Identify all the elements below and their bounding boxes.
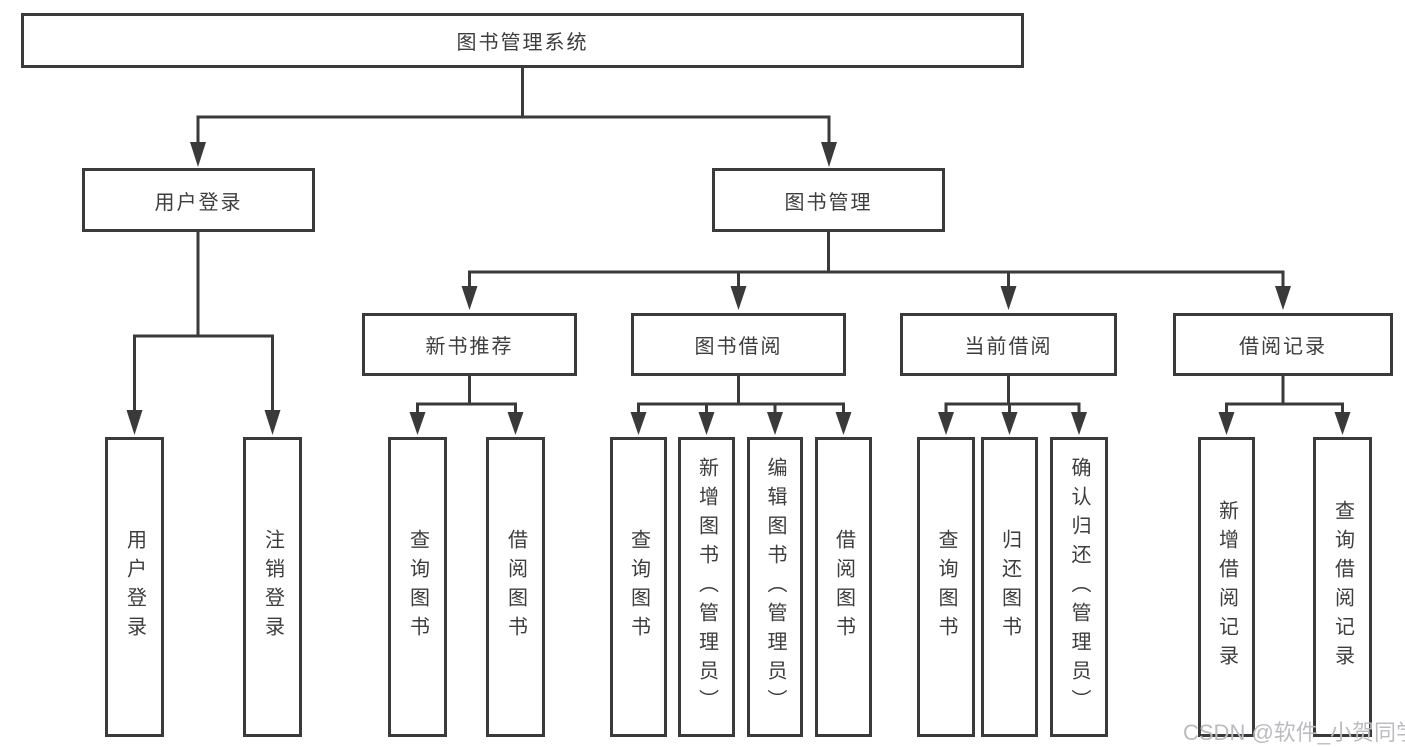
node-user-login: 用户登录 <box>82 168 315 232</box>
leaf-user-login: 用户登录 <box>105 437 164 737</box>
leaf-borrow-books-label: 借阅图书 <box>832 529 855 645</box>
arrowheads <box>126 142 1351 435</box>
leaf-user-login-label: 用户登录 <box>123 529 146 645</box>
leaf-add-borrow-record-label: 新增借阅记录 <box>1215 500 1238 674</box>
leaf-confirm-return-admin-label: 确认归还（管理员） <box>1068 456 1090 718</box>
leaf-recommend-query-books-label: 查询图书 <box>406 529 429 645</box>
leaf-recommend-query-books: 查询图书 <box>388 437 447 737</box>
node-new-book-recommend-label: 新书推荐 <box>425 336 514 358</box>
leaf-add-borrow-record: 新增借阅记录 <box>1198 437 1255 737</box>
leaf-edit-books-admin: 编辑图书（管理员） <box>747 437 803 737</box>
node-current-borrow: 当前借阅 <box>900 313 1117 376</box>
node-borrow-records: 借阅记录 <box>1173 313 1393 376</box>
node-borrow-records-label: 借阅记录 <box>1239 336 1327 358</box>
leaf-add-books-admin: 新增图书（管理员） <box>678 437 735 737</box>
leaf-recommend-borrow-books-label: 借阅图书 <box>504 529 527 645</box>
leaf-logout-label: 注销登录 <box>261 529 284 645</box>
leaf-query-borrow-record-label: 查询借阅记录 <box>1331 500 1354 674</box>
node-book-borrow-label: 图书借阅 <box>694 336 783 358</box>
node-user-login-label: 用户登录 <box>154 191 243 214</box>
leaf-logout: 注销登录 <box>243 437 302 737</box>
node-book-borrow: 图书借阅 <box>631 313 846 376</box>
leaf-return-books: 归还图书 <box>981 437 1038 737</box>
leaf-borrow-query-books-label: 查询图书 <box>627 529 650 645</box>
leaf-recommend-borrow-books: 借阅图书 <box>486 437 545 737</box>
leaf-borrow-books: 借阅图书 <box>815 437 872 737</box>
leaf-borrow-query-books: 查询图书 <box>610 437 667 737</box>
node-root-label: 图书管理系统 <box>456 32 589 54</box>
csdn-watermark: CSDN @软件_小贺同学 <box>1183 720 1405 745</box>
connector-path <box>133 68 1344 414</box>
node-root: 图书管理系统 <box>21 13 1024 68</box>
node-book-management-label: 图书管理 <box>784 191 873 214</box>
leaf-edit-books-admin-label: 编辑图书（管理员） <box>764 456 786 718</box>
leaf-current-query-books-label: 查询图书 <box>935 529 957 645</box>
leaf-query-borrow-record: 查询借阅记录 <box>1313 437 1372 737</box>
node-book-management: 图书管理 <box>712 168 945 232</box>
leaf-return-books-label: 归还图书 <box>998 529 1021 645</box>
leaf-current-query-books: 查询图书 <box>917 437 975 737</box>
leaf-confirm-return-admin: 确认归还（管理员） <box>1050 437 1108 737</box>
node-new-book-recommend: 新书推荐 <box>362 313 577 376</box>
leaf-add-books-admin-label: 新增图书（管理员） <box>695 456 718 718</box>
node-current-borrow-label: 当前借阅 <box>964 336 1053 358</box>
